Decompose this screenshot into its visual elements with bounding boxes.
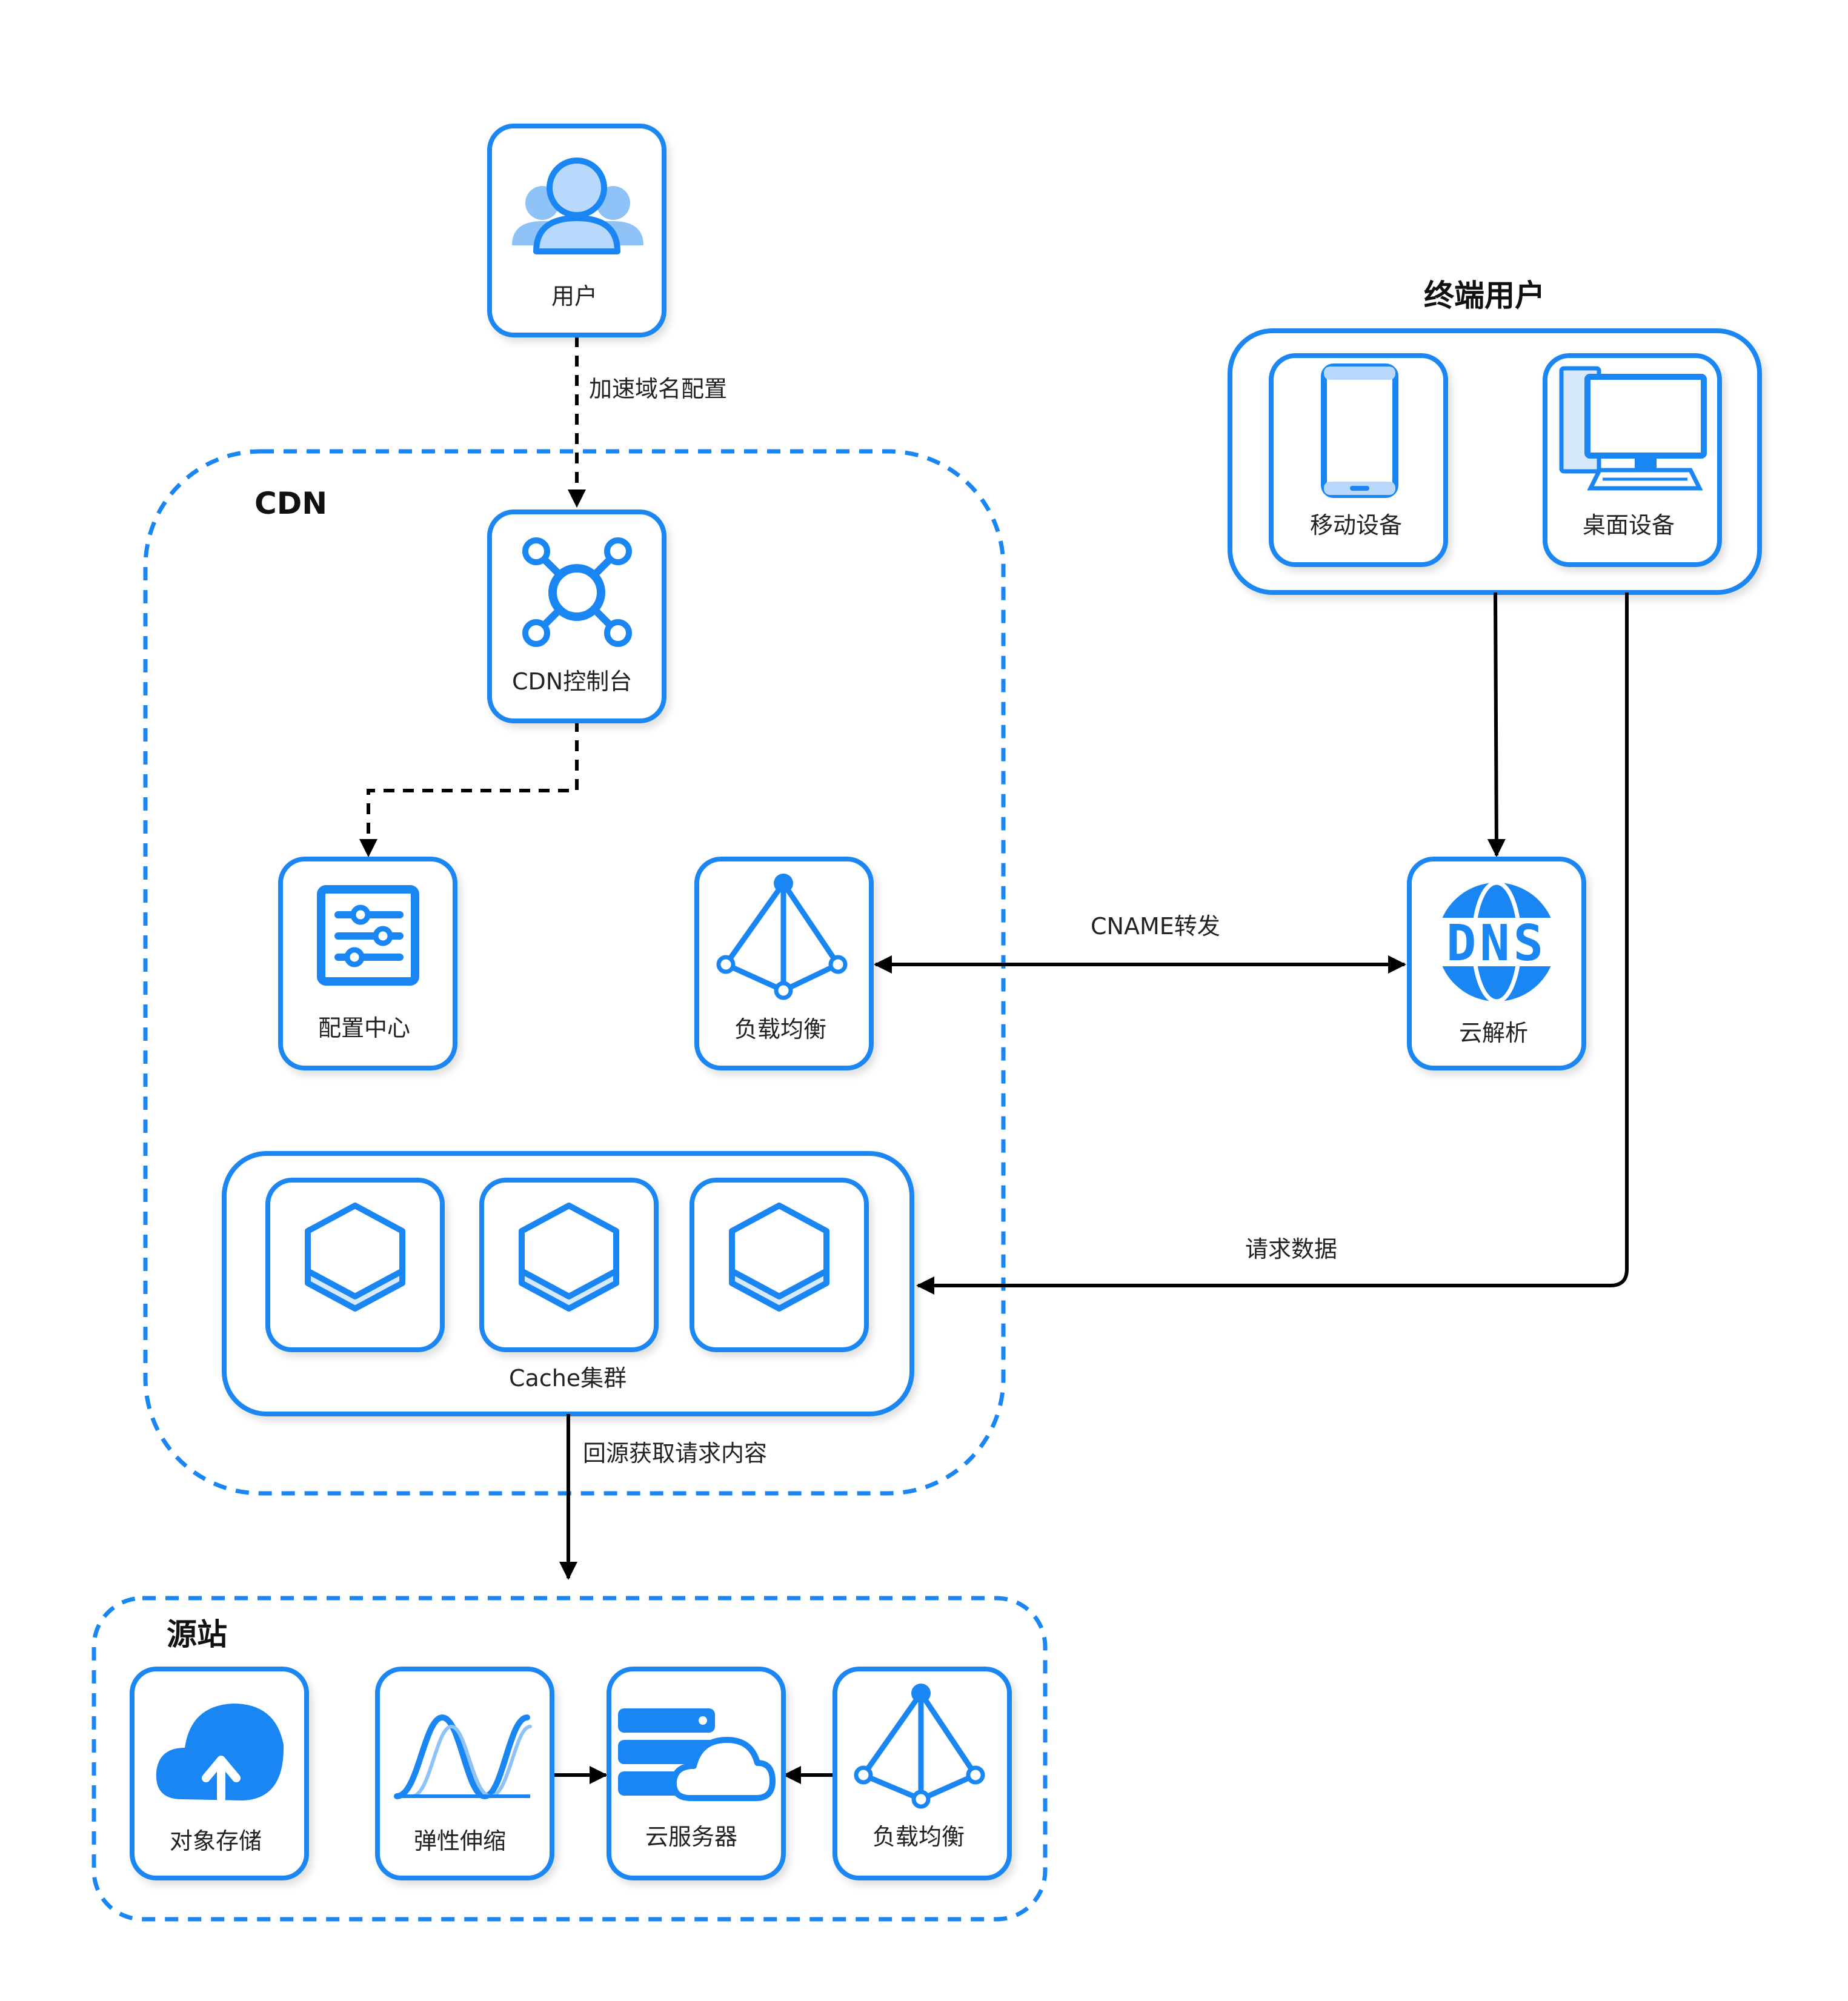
terminal-group-title: 终端用户 xyxy=(1424,278,1545,313)
node-elastic-scaling-label: 弹性伸缩 xyxy=(414,1828,506,1854)
cube-icon xyxy=(729,1203,829,1312)
edge-label-back-to-origin: 回源获取请求内容 xyxy=(583,1440,767,1467)
sliders-icon xyxy=(317,885,419,986)
node-object-storage-label: 对象存储 xyxy=(170,1828,262,1854)
load-balancer-icon xyxy=(854,1684,985,1809)
node-cdn-console-label: CDN控制台 xyxy=(512,668,632,695)
edge-label-user-to-console: 加速域名配置 xyxy=(589,376,727,402)
cdn-group-title: CDN xyxy=(254,486,327,521)
node-mobile-device[interactable]: 移动设备 xyxy=(1269,353,1448,567)
node-desktop-device[interactable]: 桌面设备 xyxy=(1543,353,1722,567)
node-desktop-device-label: 桌面设备 xyxy=(1583,512,1675,539)
cube-icon xyxy=(305,1203,405,1312)
node-load-balance-origin[interactable]: 负载均衡 xyxy=(833,1667,1012,1880)
load-balancer-icon xyxy=(716,874,848,1000)
origin-group-title: 源站 xyxy=(167,1617,227,1652)
node-cloud-server-label: 云服务器 xyxy=(645,1823,737,1850)
cache-node-3[interactable] xyxy=(690,1178,869,1352)
node-load-balance-cdn[interactable]: 负载均衡 xyxy=(694,857,874,1070)
desktop-computer-icon xyxy=(1559,366,1707,491)
node-config-center-label: 配置中心 xyxy=(318,1015,410,1041)
edge-request-data xyxy=(916,592,1629,1295)
edge-label-request-data: 请求数据 xyxy=(1245,1236,1337,1263)
node-load-balance-cdn-label: 负载均衡 xyxy=(734,1016,826,1043)
node-cdn-console[interactable]: CDN控制台 xyxy=(487,509,666,723)
cache-node-2[interactable] xyxy=(479,1178,659,1352)
node-dns-label: 云解析 xyxy=(1459,1020,1528,1046)
node-object-storage[interactable]: 对象存储 xyxy=(130,1667,309,1880)
cloud-upload-icon xyxy=(156,1704,284,1804)
edge-console-to-config xyxy=(359,721,579,857)
cache-cluster-label: Cache集群 xyxy=(509,1365,627,1392)
node-dns[interactable]: DNS 云解析 xyxy=(1407,857,1586,1070)
server-cloud-icon xyxy=(618,1708,776,1801)
node-elastic-scaling[interactable]: 弹性伸缩 xyxy=(375,1667,554,1880)
users-icon xyxy=(512,158,643,254)
cube-icon xyxy=(519,1203,619,1312)
node-config-center[interactable]: 配置中心 xyxy=(278,857,457,1070)
node-user[interactable]: 用户 xyxy=(487,124,666,337)
node-user-label: 用户 xyxy=(551,283,597,310)
origin-group xyxy=(91,1596,1048,1922)
network-hub-icon xyxy=(522,537,632,647)
phone-icon xyxy=(1321,363,1398,498)
dns-icon-text: DNS xyxy=(1446,915,1547,972)
edge-label-cname: CNAME转发 xyxy=(1091,913,1220,940)
node-mobile-device-label: 移动设备 xyxy=(1310,512,1402,539)
edge-terminal-to-dns xyxy=(1487,592,1506,857)
dns-globe-icon: DNS xyxy=(1430,880,1563,1004)
wave-icon xyxy=(394,1714,532,1800)
node-load-balance-origin-label: 负载均衡 xyxy=(872,1823,965,1850)
node-cloud-server[interactable]: 云服务器 xyxy=(607,1667,786,1880)
cache-node-1[interactable] xyxy=(265,1178,445,1352)
